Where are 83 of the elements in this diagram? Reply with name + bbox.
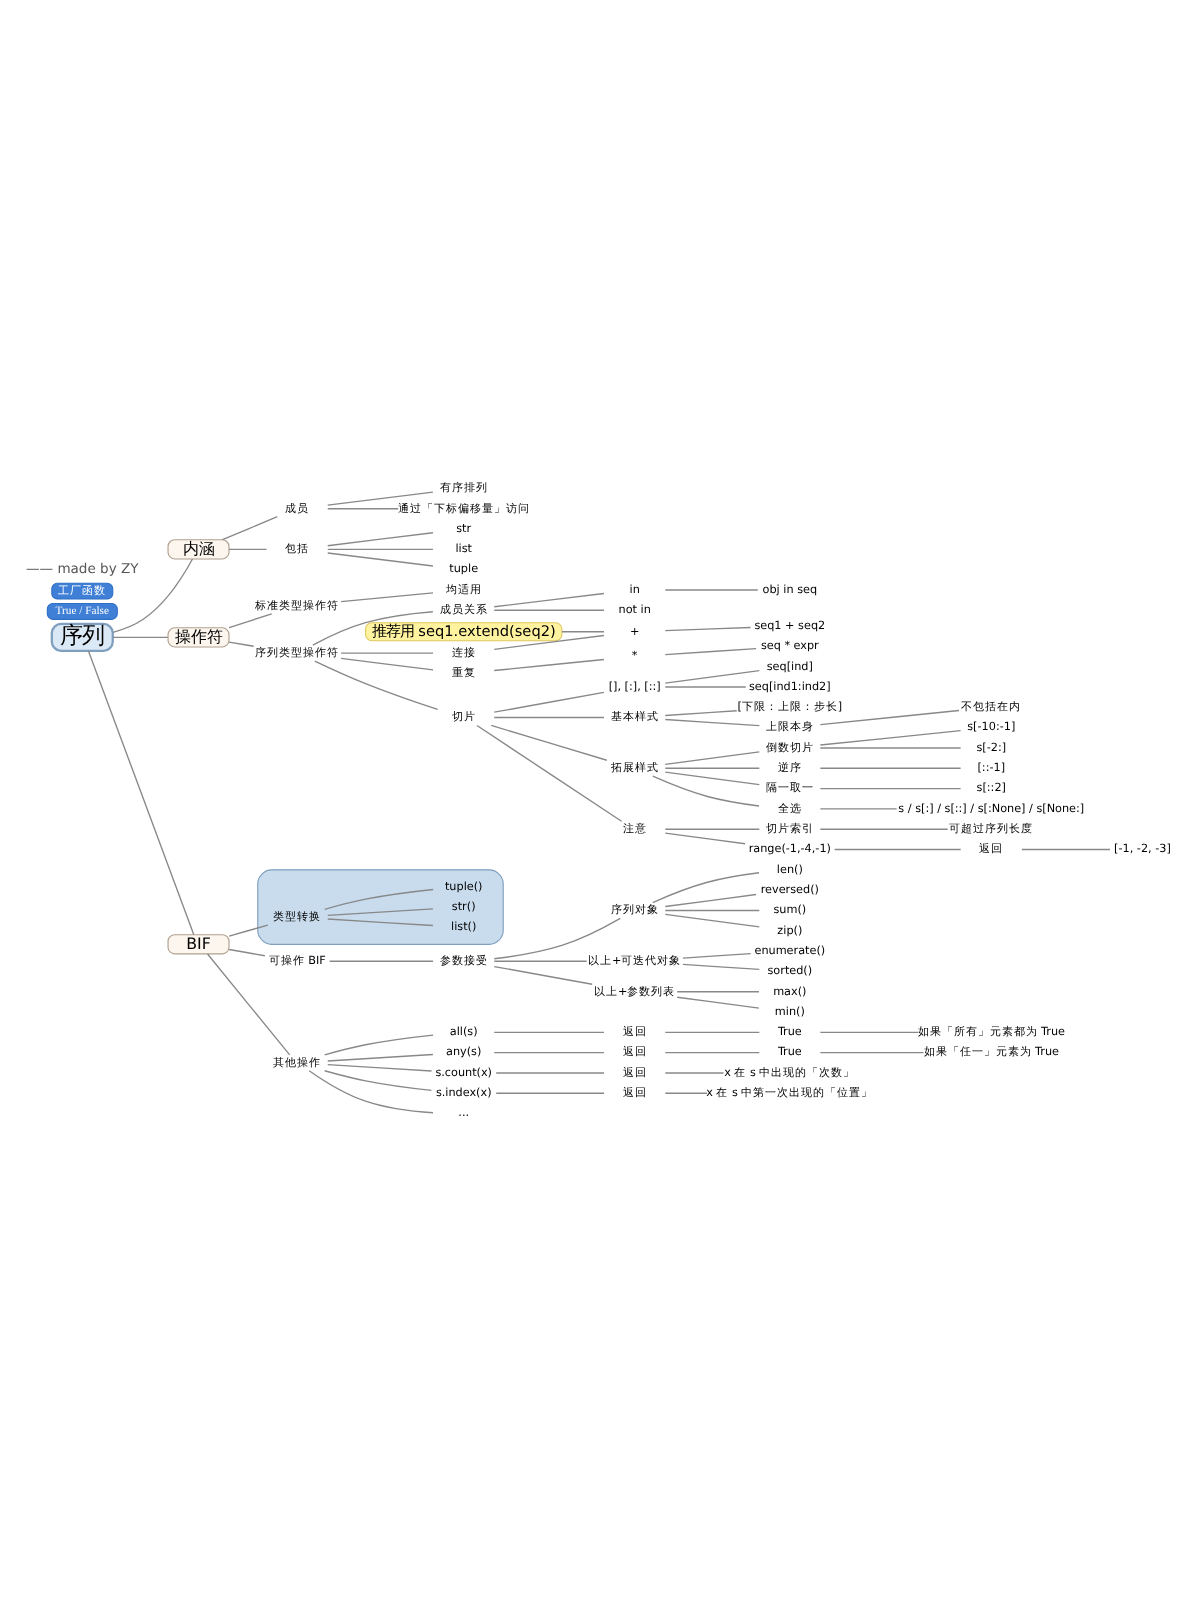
connector [834,847,962,850]
connector [493,690,605,712]
connector [664,908,760,911]
connector [819,786,962,789]
connector [228,547,268,550]
connector [87,649,195,935]
connector [664,1050,760,1053]
connector [329,959,434,961]
connector [340,651,434,653]
connector [819,766,962,768]
connector [664,892,757,907]
connector [676,995,760,1008]
connector [493,1030,605,1032]
connector [221,514,278,540]
connector [819,708,960,725]
connector [228,612,273,628]
connector [664,750,760,765]
connector [664,717,760,726]
connector [664,685,747,687]
connector [112,635,169,638]
connector [664,831,746,844]
connector [327,547,434,550]
connector [493,959,588,961]
connector [664,1091,708,1093]
connector [652,871,760,903]
connector [493,715,605,718]
connector [652,774,760,806]
connector [495,1071,605,1073]
connector [228,640,255,646]
cluster [257,868,504,944]
connector [664,668,760,683]
connector [664,625,752,631]
node-box: 序列 [50,621,114,652]
connector [314,659,439,710]
connector [682,951,752,958]
connector [493,591,605,607]
connector [476,723,623,821]
connector [664,1071,725,1073]
connector [312,610,434,645]
connector [327,531,434,546]
connector [327,1062,433,1071]
connector [682,962,760,970]
connector [324,1069,433,1091]
connector [664,827,760,829]
connector [664,1030,760,1032]
connector [664,912,760,927]
connector [327,490,434,505]
connector [493,1050,605,1053]
connector [664,770,760,785]
connector [206,952,291,1055]
connector [324,887,434,909]
connector [819,807,898,809]
connector [561,630,605,632]
connector [664,588,759,590]
connector [664,709,738,716]
connector [112,557,194,632]
connector [819,1050,925,1053]
connector [493,633,605,650]
connector [819,827,949,829]
connector [228,923,269,936]
connector [308,1069,434,1113]
connector [327,917,434,926]
connector [493,964,593,984]
connector [819,729,962,745]
connector [327,507,399,509]
connector [819,1030,920,1032]
connector [327,1052,434,1061]
connector [340,656,434,670]
connector [493,608,605,610]
connector [493,657,605,671]
connector [495,1091,605,1093]
connector [324,1033,434,1055]
connector [493,916,621,959]
connector [819,746,962,748]
connector [340,591,434,602]
connector [228,947,266,956]
connector [327,907,434,916]
connector [676,990,760,992]
connector [664,646,757,655]
connector [490,723,608,760]
connector [327,551,434,566]
connector [664,766,760,768]
connector [1021,847,1111,850]
